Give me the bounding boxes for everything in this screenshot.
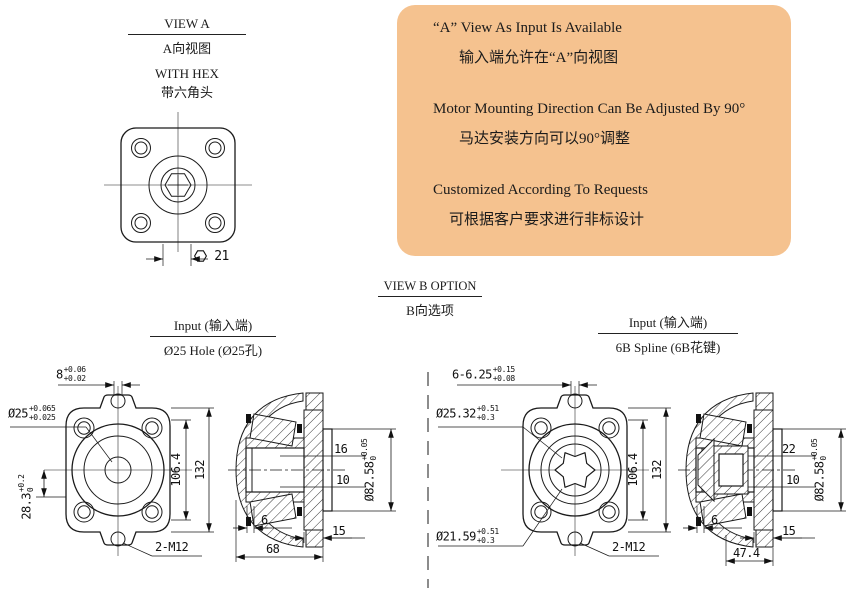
note-1-cn: 输入端允许在“A”向视图	[459, 50, 619, 66]
dim-flange-t: 15	[332, 524, 346, 538]
view-a-caption: VIEW A A向视图 WITH HEX 带六角头	[128, 16, 246, 101]
hole-input-subtitle: Ø25 Hole (Ø25孔)	[163, 343, 263, 358]
note-2-cn: 马达安装方向可以90°调整	[459, 131, 630, 147]
hole-input-title: Input (输入端)	[150, 315, 276, 337]
view-b-title-cn: B向选项	[406, 303, 454, 318]
dim-height: 132	[193, 460, 207, 480]
note-3-cn: 可根据客户要求进行非标设计	[449, 212, 645, 228]
dim-height-r: 132	[650, 460, 664, 480]
hole-input-caption: Input (输入端) Ø25 Hole (Ø25孔)	[150, 315, 276, 359]
hex-dim-label: 21	[193, 250, 229, 263]
hexagon-icon	[193, 250, 208, 262]
note-1-en: “A” View As Input Is Available	[433, 20, 622, 36]
spline-section-view	[678, 393, 846, 566]
dim-sec16: 16	[334, 442, 348, 456]
dim-step: 6	[261, 513, 268, 527]
dim-sec10: 10	[336, 473, 350, 487]
dim-step-r: 6	[711, 513, 718, 527]
view-a-title-cn: A向视图	[162, 41, 212, 56]
hole-section-view	[228, 393, 396, 562]
view-b-caption: VIEW B OPTION B向选项	[378, 279, 482, 319]
dim-sec10-r: 10	[786, 473, 800, 487]
dim-tooth: 6-6.25+0.15+0.08	[452, 365, 515, 383]
spline-input-title: Input (输入端)	[598, 312, 738, 334]
note-group-3: Customized According To Requests 可根据客户要求…	[433, 182, 781, 229]
dim-sec22: 22	[782, 442, 796, 456]
dim-bolt-span: 106.4	[169, 453, 183, 487]
dim-thread-r: 2-M12	[612, 540, 646, 554]
dim-bore-dia: Ø25+0.065+0.025	[8, 404, 56, 422]
view-a-subtitle: WITH HEX	[155, 66, 219, 81]
notes-panel: “A” View As Input Is Available 输入端允许在“A”…	[397, 5, 791, 256]
view-a-drawing	[104, 112, 252, 266]
dim-depth: 68	[266, 542, 280, 556]
dim-flange-t-r: 15	[782, 524, 796, 538]
view-a-title: VIEW A	[128, 16, 246, 35]
dim-minor-dia: Ø21.59+0.51+0.3	[436, 527, 499, 545]
note-group-1: “A” View As Input Is Available 输入端允许在“A”…	[433, 20, 781, 67]
note-group-2: Motor Mounting Direction Can Be Adjusted…	[433, 101, 781, 148]
spline-front-view	[438, 381, 671, 557]
note-2-en: Motor Mounting Direction Can Be Adjusted…	[433, 101, 746, 117]
dim-major-dia: Ø25.32+0.51+0.3	[436, 404, 499, 422]
dim-depth-r: 47.4	[733, 546, 760, 560]
view-b-title: VIEW B OPTION	[378, 279, 482, 297]
note-3-en: Customized According To Requests	[433, 182, 648, 198]
view-a-subtitle-cn: 带六角头	[160, 85, 213, 100]
dim-bolt-span-r: 106.4	[626, 453, 640, 487]
dim-thread: 2-M12	[155, 540, 189, 554]
dim-key-width: 8+0.06+0.02	[56, 365, 86, 383]
spline-input-subtitle: 6B Spline (6B花键)	[615, 340, 721, 355]
hole-front-view	[10, 381, 214, 557]
spline-input-caption: Input (输入端) 6B Spline (6B花键)	[598, 312, 738, 356]
